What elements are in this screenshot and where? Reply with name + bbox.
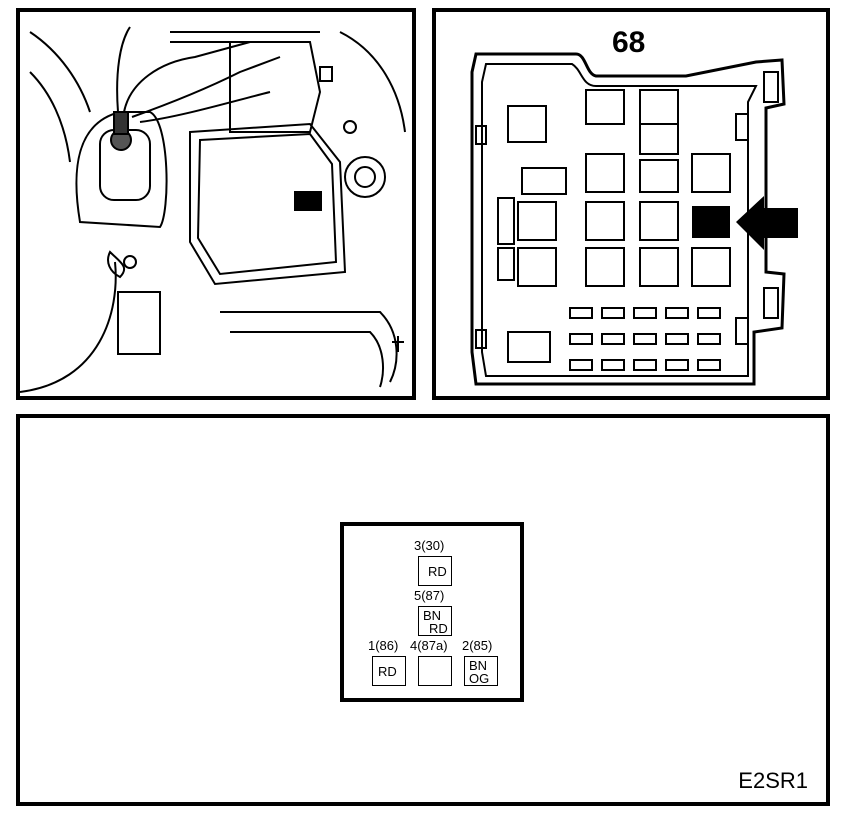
arrow-icon — [736, 196, 798, 250]
pin-3-wire-color: RD — [428, 564, 447, 579]
fusebox-outline-drawing — [470, 52, 798, 386]
pin-3-label: 3(30) — [414, 538, 445, 553]
pin-5-label: 5(87) — [414, 588, 445, 603]
fusebox-diagram: 68 — [432, 8, 830, 400]
engine-bay-drawing — [20, 26, 406, 393]
pin-2-label: 2(85) — [462, 638, 493, 653]
pin-2-wire-color-1: BN — [469, 658, 488, 673]
fusebox-number: 68 — [612, 26, 646, 59]
pin-1-socket: RD — [372, 656, 406, 686]
highlighted-relay-socket — [692, 206, 730, 238]
engine-bay-illustration — [16, 8, 416, 400]
pin-5-wire-color-2: RD — [429, 621, 448, 636]
pin-2-socket: BN OG — [464, 656, 498, 686]
pin-1-label: 1(86) — [368, 638, 399, 653]
pin-5-wire-color-1: BN — [423, 608, 442, 623]
pin-3-socket: RD — [418, 556, 452, 586]
pin-4-socket — [418, 656, 452, 686]
connector-pinout-panel: 3(30) RD 5(87) BN RD 1(86) RD 4(87a) 2(8… — [16, 414, 830, 806]
pin-5-socket: BN RD — [418, 606, 452, 636]
connector-frame: 3(30) RD 5(87) BN RD 1(86) RD 4(87a) 2(8… — [340, 522, 524, 702]
pin-1-wire-color: RD — [378, 664, 397, 679]
pin-2-wire-color-2: OG — [469, 671, 490, 686]
pin-4-label: 4(87a) — [410, 638, 448, 653]
figure-code: E2SR1 — [738, 768, 808, 793]
